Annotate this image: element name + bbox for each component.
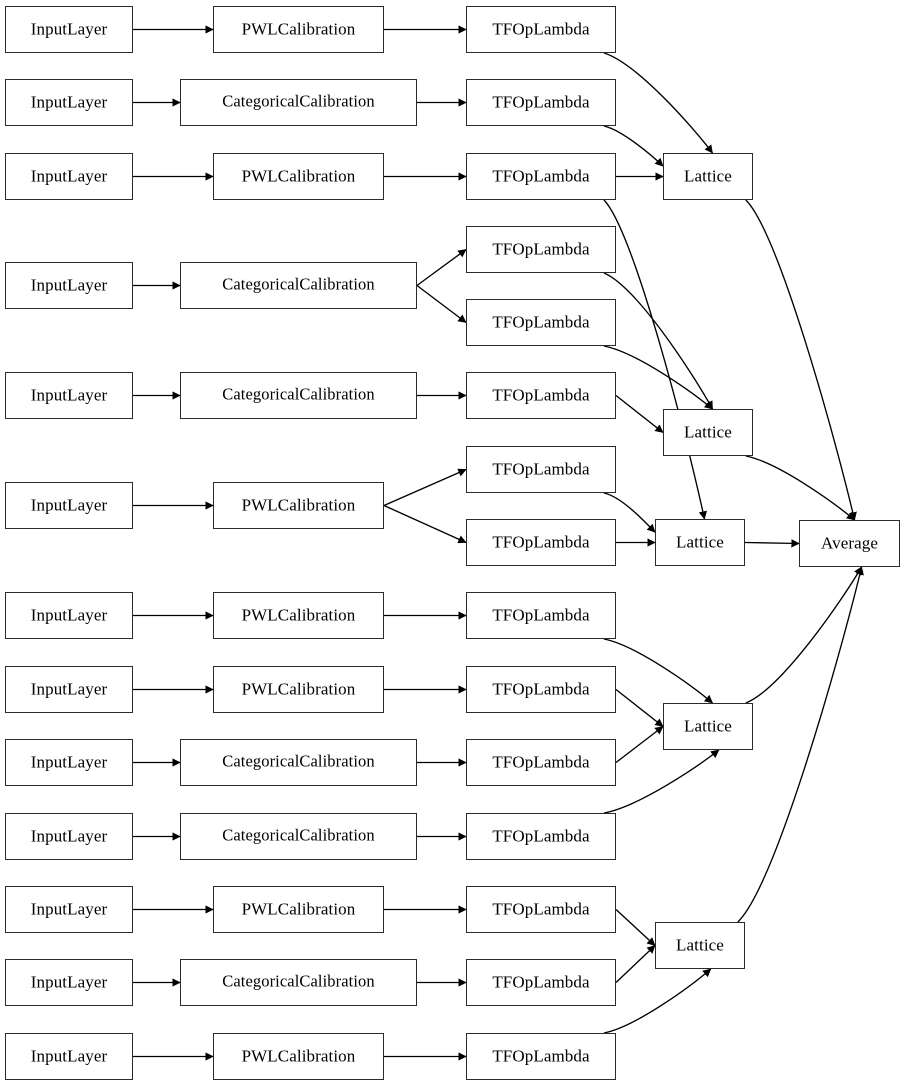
- node-label: TFOpLambda: [492, 19, 590, 39]
- node-pwl-cal13[interactable]: PWLCalibration: [213, 1033, 384, 1080]
- node-label: TFOpLambda: [492, 92, 590, 112]
- node-label: Lattice: [676, 935, 724, 955]
- node-label: TFOpLambda: [492, 459, 590, 479]
- node-label: Average: [820, 533, 878, 553]
- node-label: InputLayer: [30, 19, 108, 39]
- node-lattice-lat3[interactable]: Lattice: [655, 519, 745, 566]
- node-lattice-lat5[interactable]: Lattice: [655, 922, 745, 969]
- node-label: TFOpLambda: [492, 752, 590, 772]
- node-op-op15[interactable]: TFOpLambda: [466, 1033, 616, 1080]
- node-op-op13[interactable]: TFOpLambda: [466, 886, 616, 933]
- node-label: Lattice: [684, 422, 732, 442]
- node-label: TFOpLambda: [492, 605, 590, 625]
- node-input-in11[interactable]: InputLayer: [5, 886, 133, 933]
- node-pwl-cal7[interactable]: PWLCalibration: [213, 592, 384, 639]
- node-label: Lattice: [684, 716, 732, 736]
- node-cat-cal10[interactable]: CategoricalCalibration: [180, 813, 417, 860]
- node-op-op3[interactable]: TFOpLambda: [466, 153, 616, 200]
- node-input-in5[interactable]: InputLayer: [5, 372, 133, 419]
- node-input-in4[interactable]: InputLayer: [5, 262, 133, 309]
- node-label: TFOpLambda: [492, 826, 590, 846]
- node-label: PWLCalibration: [241, 679, 356, 699]
- node-label: TFOpLambda: [492, 899, 590, 919]
- node-op-op5[interactable]: TFOpLambda: [466, 299, 616, 346]
- node-label: InputLayer: [30, 385, 108, 405]
- node-lattice-lat4[interactable]: Lattice: [663, 703, 753, 750]
- node-label: TFOpLambda: [492, 679, 590, 699]
- node-op-op8[interactable]: TFOpLambda: [466, 519, 616, 566]
- node-label: InputLayer: [30, 605, 108, 625]
- node-input-in10[interactable]: InputLayer: [5, 813, 133, 860]
- node-label: InputLayer: [30, 1046, 108, 1066]
- node-label: PWLCalibration: [241, 495, 356, 515]
- node-op-op9[interactable]: TFOpLambda: [466, 592, 616, 639]
- node-label: TFOpLambda: [492, 166, 590, 186]
- node-label: InputLayer: [30, 679, 108, 699]
- node-label: TFOpLambda: [492, 312, 590, 332]
- node-label: PWLCalibration: [241, 19, 356, 39]
- node-label: PWLCalibration: [241, 1046, 356, 1066]
- node-label: Lattice: [684, 166, 732, 186]
- node-input-in1[interactable]: InputLayer: [5, 6, 133, 53]
- node-label: PWLCalibration: [241, 899, 356, 919]
- node-label: CategoricalCalibration: [222, 384, 375, 404]
- node-cat-cal4[interactable]: CategoricalCalibration: [180, 262, 417, 309]
- node-label: CategoricalCalibration: [222, 91, 375, 111]
- node-pwl-cal1[interactable]: PWLCalibration: [213, 6, 384, 53]
- node-input-in6[interactable]: InputLayer: [5, 482, 133, 529]
- node-label: InputLayer: [30, 495, 108, 515]
- node-label: CategoricalCalibration: [222, 274, 375, 294]
- node-label: CategoricalCalibration: [222, 825, 375, 845]
- node-label: Lattice: [676, 532, 724, 552]
- node-op-op4[interactable]: TFOpLambda: [466, 226, 616, 273]
- node-op-op2[interactable]: TFOpLambda: [466, 79, 616, 126]
- node-pwl-cal8[interactable]: PWLCalibration: [213, 666, 384, 713]
- node-pwl-cal6[interactable]: PWLCalibration: [213, 482, 384, 529]
- node-average-avg[interactable]: Average: [799, 520, 900, 567]
- node-op-op6[interactable]: TFOpLambda: [466, 372, 616, 419]
- node-label: TFOpLambda: [492, 239, 590, 259]
- node-label: CategoricalCalibration: [222, 971, 375, 991]
- node-label: PWLCalibration: [241, 166, 356, 186]
- node-cat-cal12[interactable]: CategoricalCalibration: [180, 959, 417, 1006]
- node-label: TFOpLambda: [492, 532, 590, 552]
- node-op-op1[interactable]: TFOpLambda: [466, 6, 616, 53]
- node-op-op12[interactable]: TFOpLambda: [466, 813, 616, 860]
- node-label: InputLayer: [30, 92, 108, 112]
- node-lattice-lat1[interactable]: Lattice: [663, 153, 753, 200]
- node-label: InputLayer: [30, 166, 108, 186]
- node-op-op7[interactable]: TFOpLambda: [466, 446, 616, 493]
- node-input-in7[interactable]: InputLayer: [5, 592, 133, 639]
- node-input-in2[interactable]: InputLayer: [5, 79, 133, 126]
- node-lattice-lat2[interactable]: Lattice: [663, 409, 753, 456]
- node-label: TFOpLambda: [492, 385, 590, 405]
- node-label: InputLayer: [30, 899, 108, 919]
- node-label: InputLayer: [30, 972, 108, 992]
- node-op-op11[interactable]: TFOpLambda: [466, 739, 616, 786]
- node-op-op14[interactable]: TFOpLambda: [466, 959, 616, 1006]
- node-label: InputLayer: [30, 275, 108, 295]
- node-label: TFOpLambda: [492, 972, 590, 992]
- node-cat-cal5[interactable]: CategoricalCalibration: [180, 372, 417, 419]
- node-op-op10[interactable]: TFOpLambda: [466, 666, 616, 713]
- node-label: InputLayer: [30, 826, 108, 846]
- node-label: InputLayer: [30, 752, 108, 772]
- node-cat-cal9[interactable]: CategoricalCalibration: [180, 739, 417, 786]
- node-label: CategoricalCalibration: [222, 751, 375, 771]
- node-pwl-cal11[interactable]: PWLCalibration: [213, 886, 384, 933]
- node-label: TFOpLambda: [492, 1046, 590, 1066]
- node-label: PWLCalibration: [241, 605, 356, 625]
- node-input-in9[interactable]: InputLayer: [5, 739, 133, 786]
- node-input-in12[interactable]: InputLayer: [5, 959, 133, 1006]
- node-input-in13[interactable]: InputLayer: [5, 1033, 133, 1080]
- node-cat-cal2[interactable]: CategoricalCalibration: [180, 79, 417, 126]
- node-input-in3[interactable]: InputLayer: [5, 153, 133, 200]
- node-pwl-cal3[interactable]: PWLCalibration: [213, 153, 384, 200]
- node-input-in8[interactable]: InputLayer: [5, 666, 133, 713]
